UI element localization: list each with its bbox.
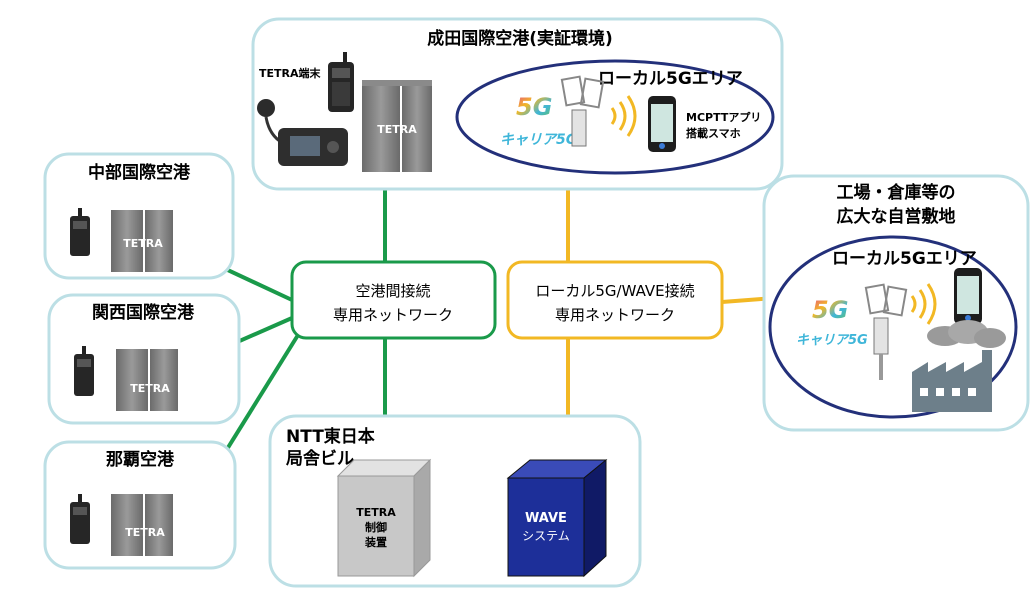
control-line2: 制御 [365,520,387,534]
tetra-base-station-icon [116,349,178,411]
wave-line1: WAVE [525,511,567,526]
signal-waves-icon [610,95,637,137]
local5g-network-box [506,260,724,340]
ntt-region: NTT東日本 局舎ビル TETRA 制御 装置 WAVE システム [268,414,642,588]
svg-text:キャリア5G: キャリア5G [500,132,577,148]
naha-title: 那覇空港 [106,449,175,470]
chubu-tetra-label: TETRA [123,237,163,250]
factory-local5g-title: ローカル5Gエリア [832,249,977,269]
wave-system-unit [506,458,608,578]
signal-waves-icon [910,283,937,325]
tetra-base-station-icon [111,210,173,272]
svg-text:キャリア5G: キャリア5G [796,333,868,348]
kansai-title: 関西国際空港 [92,302,195,323]
kansai-region: 関西国際空港 TETRA [47,293,241,425]
tetra-terminal-label: TETRA端末 [259,66,322,80]
kansai-tetra-label: TETRA [130,382,170,395]
handheld-radio-icon [328,52,354,112]
svg-text:5G: 5G [812,296,848,324]
local5g-logo-icon: 5G キャリア5G [500,93,577,148]
antenna-icon [560,75,605,147]
control-line3: 装置 [364,535,387,549]
local5g-network-node: ローカル5G/WAVE接続 専用ネットワーク [506,260,724,340]
local5g-network-line2: 専用ネットワーク [555,306,675,324]
local5g-network-line1: ローカル5G/WAVE接続 [535,282,694,300]
tetra-base-station-icon [362,80,432,172]
ntt-title-line1: NTT東日本 [286,426,375,447]
phone-label-line2: 搭載スマホ [686,126,741,140]
handheld-radio-icon [74,346,94,396]
ntt-title-line2: 局舎ビル [286,448,354,469]
phone-label-line1: MCPTTアプリ [686,110,761,124]
naha-region: 那覇空港 TETRA [43,440,237,570]
chubu-region: 中部国際空港 TETRA [43,152,235,280]
airport-network-node: 空港間接続 専用ネットワーク [290,260,497,340]
chubu-title: 中部国際空港 [88,162,191,183]
handheld-radio-icon [70,494,90,544]
naha-tetra-label: TETRA [125,526,165,539]
control-line1: TETRA [356,506,396,519]
factory-icon [912,320,1006,412]
narita-region: 成田国際空港(実証環境) TETRA端末 TETRA ローカル5Gエリア [251,17,784,191]
smartphone-icon [954,268,982,324]
local5g-logo-icon: 5G キャリア5G [796,296,868,348]
mobile-radio-icon [257,99,348,166]
antenna-icon [864,283,908,380]
airport-network-box [290,260,497,340]
handheld-radio-icon [70,208,90,256]
svg-text:5G: 5G [516,93,552,121]
wave-line2: システム [522,529,570,543]
factory-title-line1: 工場・倉庫等の [837,182,956,203]
tetra-control-unit [336,458,432,578]
narita-tetra-label: TETRA [377,123,417,136]
airport-network-line2: 専用ネットワーク [333,306,453,324]
smartphone-icon [648,96,676,152]
factory-title-line2: 広大な自営敷地 [837,206,956,227]
airport-network-line1: 空港間接続 [355,282,430,300]
factory-region: 工場・倉庫等の 広大な自営敷地 ローカル5Gエリア 5G キャリア5G [762,174,1030,432]
narita-title: 成田国際空港(実証環境) [427,28,613,49]
tetra-base-station-icon [111,494,173,556]
narita-local5g-title: ローカル5Gエリア [598,69,743,89]
